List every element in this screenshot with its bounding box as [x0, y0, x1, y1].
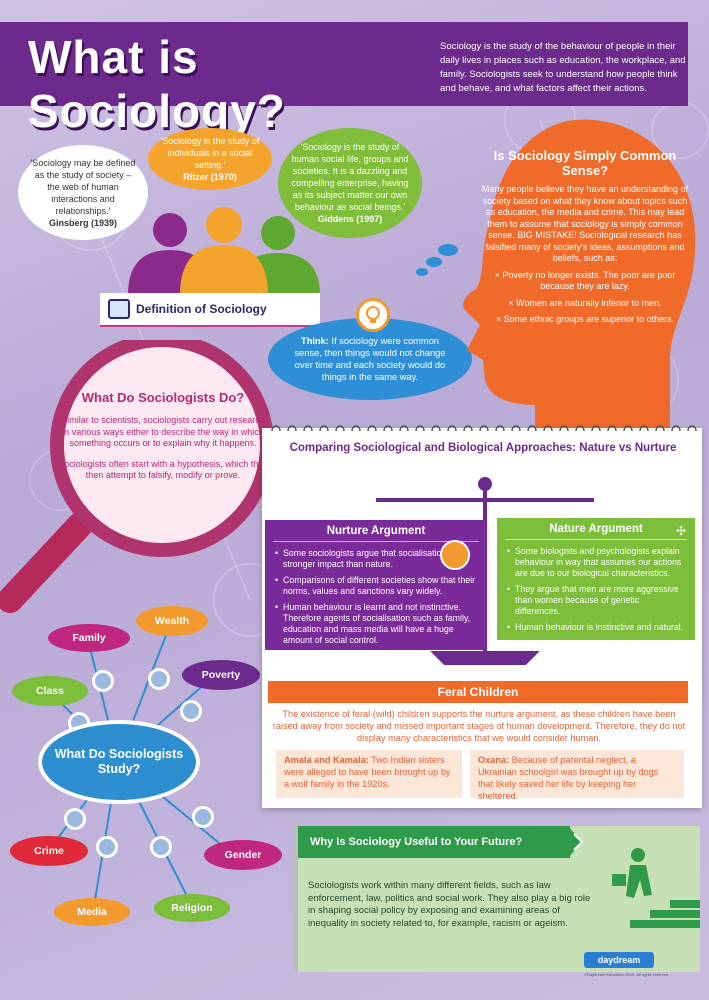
study-topic-crime: Crime	[10, 836, 88, 866]
quote-bubble-ritzer: 'Sociology is the study of individuals i…	[148, 128, 272, 190]
nature-argument-box: Nature Argument Some biologists and psyc…	[497, 518, 695, 640]
nature-list: Some biologists and psychologists explai…	[497, 546, 695, 633]
flag-pole	[294, 820, 298, 970]
person-node-icon	[64, 808, 86, 830]
study-topic-gender: Gender	[204, 840, 282, 870]
myths-list: × Poverty no longer exists. The poor are…	[480, 270, 690, 326]
people-silhouettes-icon	[128, 207, 320, 295]
definition-label: Definition of Sociology	[136, 302, 267, 316]
chevron-right-icon	[568, 826, 584, 858]
myth-item: × Some ethnic groups are superior to oth…	[495, 314, 675, 324]
common-sense-section: Is Sociology Simply Common Sense? Many p…	[480, 148, 690, 331]
nature-item: Human behaviour is instinctive and natur…	[507, 622, 685, 633]
useful-body: Sociologists work within many different …	[308, 880, 591, 929]
common-sense-title: Is Sociology Simply Common Sense?	[493, 148, 677, 178]
person-node-icon	[150, 836, 172, 858]
dna-icon: ✣	[676, 524, 687, 538]
feral-case-amala: Amala and Kamala: Two Indian sisters wer…	[276, 750, 462, 798]
notebook-rings-icon	[271, 425, 697, 432]
sociologists-do-title: What Do Sociologists Do?	[81, 390, 245, 405]
person-node-icon	[96, 836, 118, 858]
nature-title: Nature Argument	[505, 518, 687, 540]
case-text: Two Indian sisters were alleged to have …	[284, 755, 451, 789]
intro-text: Sociology is the study of the behaviour …	[440, 41, 686, 94]
sociologists-do-p1: Similar to scientists, sociologists carr…	[61, 415, 265, 448]
study-topic-religion: Religion	[154, 894, 230, 922]
lightbulb-icon	[356, 298, 390, 332]
useful-title: Why Is Sociology Useful to Your Future?	[298, 826, 570, 858]
nurture-list: Some sociologists argue that socialisati…	[265, 548, 487, 646]
case-text: Because of parental neglect, a Ukrainian…	[478, 755, 659, 801]
person-node-icon	[92, 670, 114, 692]
feral-case-oxana: Oxana: Because of parental neglect, a Uk…	[470, 750, 684, 801]
definition-banner: Definition of Sociology	[100, 293, 320, 327]
person-node-icon	[180, 700, 202, 722]
think-text: If sociology were common sense, then thi…	[294, 336, 446, 382]
feral-children-title: Feral Children	[268, 681, 688, 703]
quote-author: Ginsberg (1939)	[48, 217, 118, 228]
feral-children-body: The existence of feral (wild) children s…	[272, 709, 686, 743]
magnifying-glass-icon	[0, 340, 274, 613]
quote-bubble-ginsberg: 'Sociology may be defined as the study o…	[18, 145, 148, 240]
nurture-item: Comparisons of different societies show …	[275, 575, 477, 597]
quote-bubble-giddens: 'Sociology is the study of human social …	[278, 128, 422, 238]
sociologists-do-p2: Sociologists often start with a hypothes…	[58, 458, 268, 481]
quote-text: 'Sociology may be defined as the study o…	[30, 157, 136, 216]
think-content: Think: If sociology were common sense, t…	[290, 335, 450, 383]
study-topic-media: Media	[54, 898, 130, 926]
study-topic-poverty: Poverty	[182, 660, 260, 690]
person-node-icon	[148, 668, 170, 690]
myth-item: × Poverty no longer exists. The poor are…	[494, 269, 676, 292]
sociologists-do-section: What Do Sociologists Do? Similar to scie…	[58, 390, 268, 491]
header-banner	[0, 22, 688, 106]
family-icon	[440, 540, 470, 570]
nature-item: Some biologists and psychologists explai…	[507, 546, 685, 579]
page-title: What is Sociology?	[28, 31, 286, 137]
brand-logo: daydream	[584, 952, 654, 968]
common-sense-body: Many people believe they have an underst…	[481, 184, 689, 263]
quote-author: Ritzer (1970)	[183, 172, 237, 182]
head-silhouette-icon	[463, 119, 696, 440]
career-steps-icon	[612, 848, 700, 928]
quote-text: 'Sociology is the study of human social …	[291, 142, 409, 212]
comparison-title: Comparing Sociological and Biological Ap…	[289, 442, 677, 454]
myth-item: × Women are naturally inferior to men.	[508, 297, 662, 308]
quote-author: Giddens (1997)	[317, 214, 383, 224]
quote-text: 'Sociology is the study of individuals i…	[160, 136, 260, 170]
nurture-item: Some sociologists argue that socialisati…	[275, 548, 477, 570]
nurture-title: Nurture Argument	[273, 520, 479, 542]
case-name: Oxana:	[478, 755, 510, 765]
think-label: Think:	[301, 336, 329, 346]
study-topic-family: Family	[48, 624, 130, 652]
study-topic-class: Class	[12, 676, 88, 706]
nature-item: They argue that men are more aggressive …	[507, 584, 685, 617]
copyright-text: ©Daydream Education 2015. All rights res…	[584, 972, 670, 977]
case-name: Amala and Kamala:	[284, 755, 369, 765]
study-center-title: What Do Sociologists Study?	[38, 720, 200, 804]
person-node-icon	[192, 806, 214, 828]
nurture-item: Human behaviour is learnt and not instin…	[275, 602, 477, 646]
book-icon	[108, 299, 130, 319]
thought-dots-icon	[416, 244, 458, 276]
lightbulb-glyph-icon	[366, 306, 380, 323]
study-topic-wealth: Wealth	[136, 606, 208, 636]
